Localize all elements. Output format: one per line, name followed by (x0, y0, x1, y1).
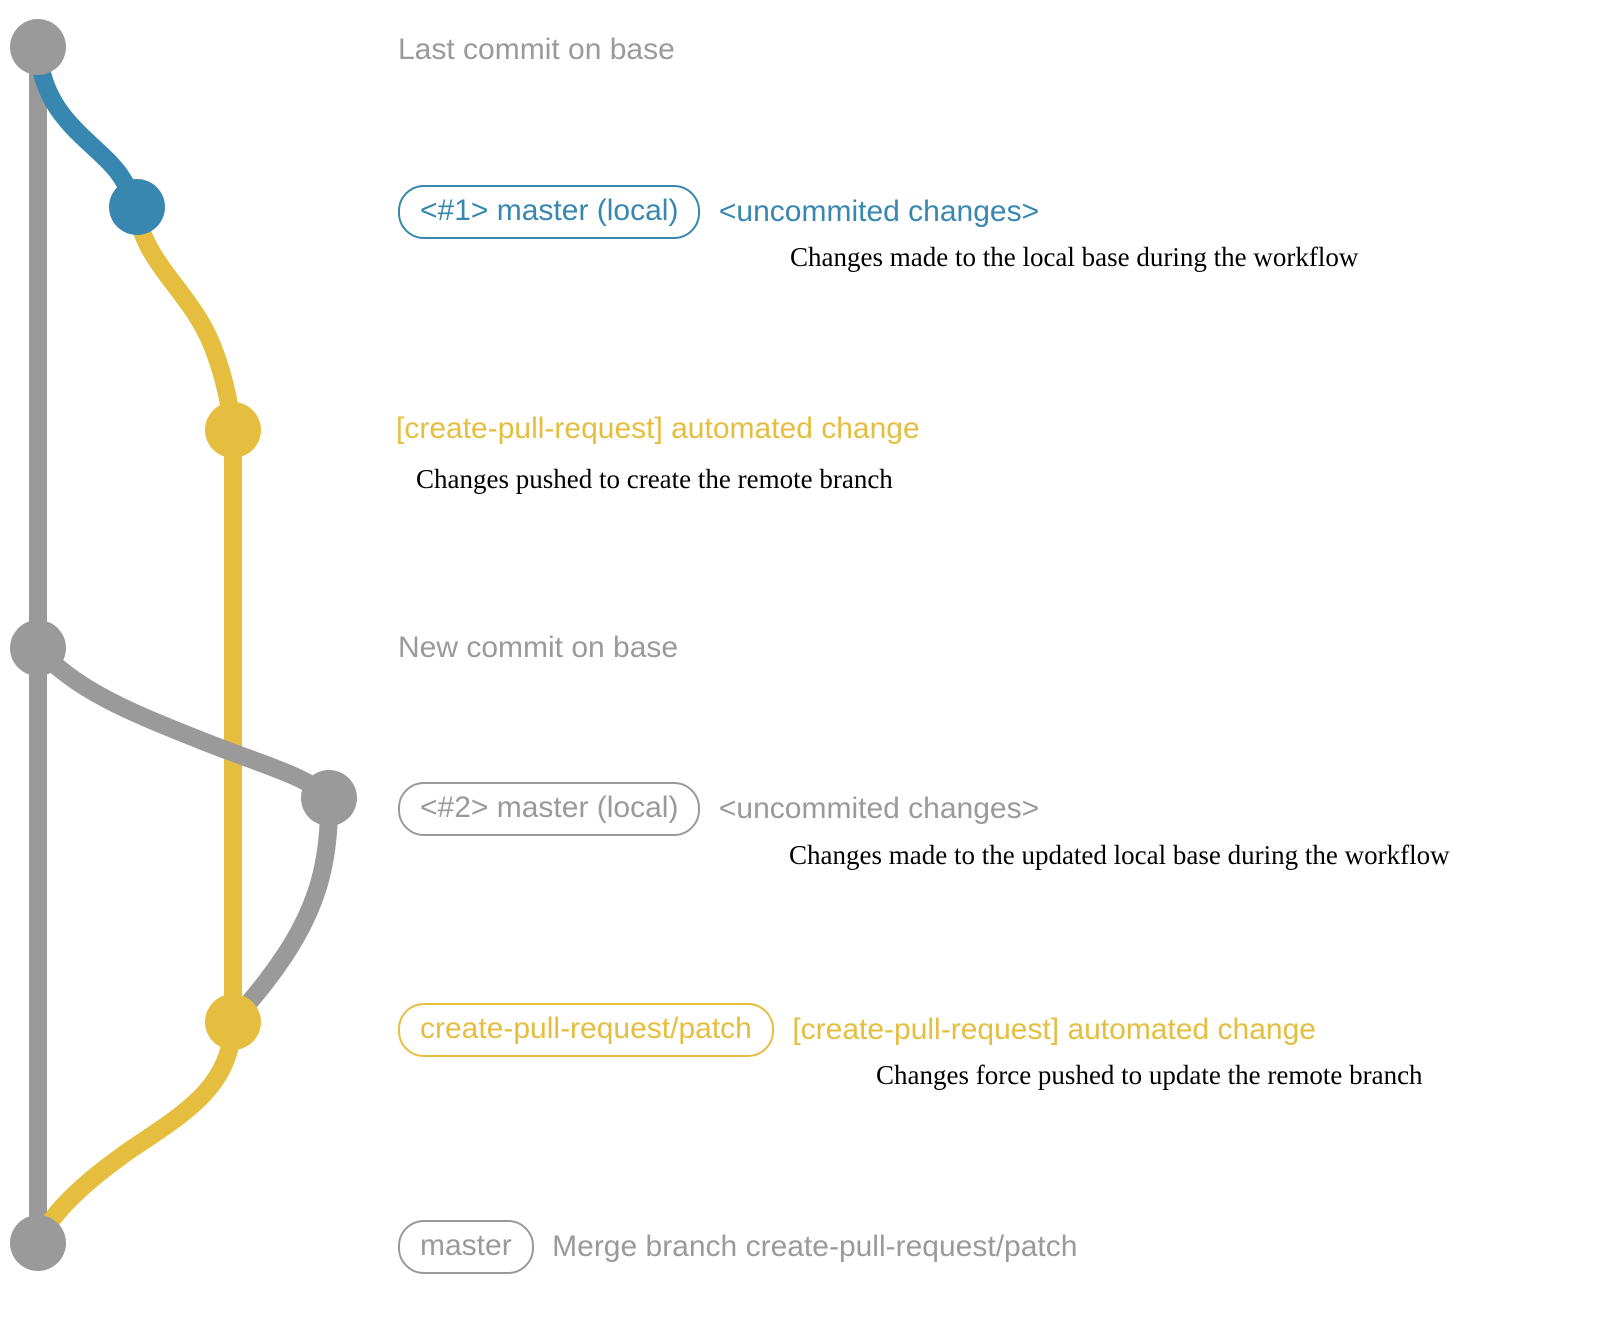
annotation-master-local-2: <#2> master (local) <uncommited changes> (398, 782, 1039, 836)
commit-node-patch-2 (205, 994, 261, 1050)
commit-node-local-1 (109, 179, 165, 235)
annotation-merge-commit: master Merge branch create-pull-request/… (398, 1220, 1077, 1274)
edge-local1-to-patch1 (128, 198, 242, 439)
commit-node-merge (10, 1215, 66, 1271)
description-automated-change-2: Changes force pushed to update the remot… (876, 1060, 1423, 1090)
edge-base-to-local1 (29, 38, 146, 216)
commit-node-patch-1 (205, 402, 261, 458)
edge-local2-to-patch2 (224, 789, 339, 1031)
commit-subject-uncommited-changes-2: <uncommited changes> (718, 792, 1040, 825)
ref-pill-master[interactable]: master (398, 1220, 534, 1274)
commit-subject-automated-change-1: [create-pull-request] automated change (396, 412, 920, 445)
description-master-local-2: Changes made to the updated local base d… (789, 840, 1450, 870)
commit-subject-automated-change-2: [create-pull-request] automated change (792, 1013, 1316, 1046)
annotation-automated-change-2: create-pull-request/patch [create-pull-r… (398, 1003, 1316, 1057)
commit-subject-merge-branch: Merge branch create-pull-request/patch (552, 1230, 1078, 1263)
ref-pill-create-pull-request-patch[interactable]: create-pull-request/patch (398, 1003, 774, 1057)
description-master-local-1: Changes made to the local base during th… (790, 242, 1359, 272)
edge-patch2-to-merge (29, 1013, 242, 1252)
ref-pill-master-local-1[interactable]: <#1> master (local) (398, 185, 701, 239)
commit-node-base-top (10, 19, 66, 75)
commit-node-local-2 (301, 770, 357, 826)
commit-subject-last-commit-on-base: Last commit on base (398, 33, 675, 66)
commit-node-base-new (10, 620, 66, 676)
commit-subject-new-commit-on-base: New commit on base (398, 631, 679, 664)
description-automated-change-1: Changes pushed to create the remote bran… (416, 464, 893, 494)
edge-base-to-local2 (29, 639, 338, 807)
annotation-master-local-1: <#1> master (local) <uncommited changes> (398, 185, 1039, 239)
commit-subject-uncommited-changes-1: <uncommited changes> (718, 195, 1040, 228)
ref-pill-master-local-2[interactable]: <#2> master (local) (398, 782, 701, 836)
